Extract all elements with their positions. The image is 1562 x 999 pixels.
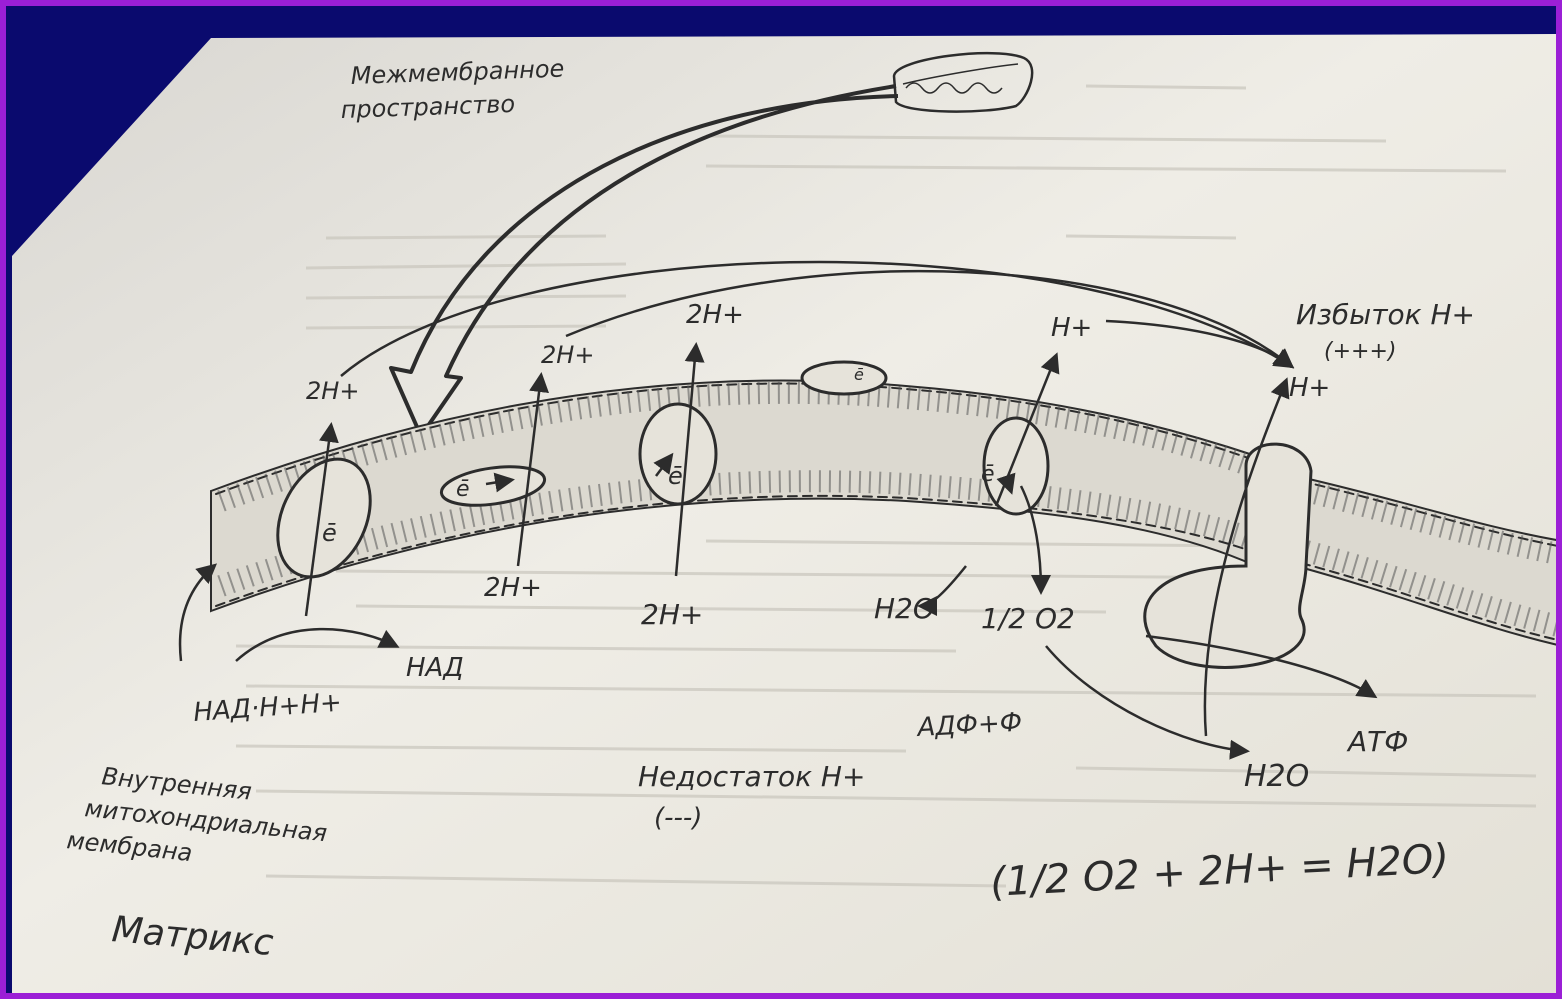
proton-label: 2H+ [484, 573, 542, 603]
proton-label: 2H+ [541, 341, 594, 369]
deficit-sign: (---) [654, 803, 702, 833]
nad-label: НАД [406, 653, 464, 683]
electron-label: ē [981, 462, 995, 487]
excess-sign: (+++) [1324, 339, 1396, 364]
proton-label: 2H+ [641, 598, 703, 631]
excess-label: Избыток H+ [1296, 298, 1475, 331]
electron-label: ē [854, 365, 864, 384]
proton-label: 2H+ [306, 377, 359, 405]
half-o2-label: 1/2 O2 [981, 602, 1075, 635]
deficit-label: Недостаток H+ [638, 760, 865, 793]
adp-label: АДФ+Ф [915, 708, 1023, 744]
proton-label: H+ [1051, 313, 1092, 343]
electron-label: ē [668, 462, 683, 490]
proton-label: H+ [1289, 373, 1330, 403]
diagram-photo: ē ē ē ē ē Межмембранное пространство 2H+… [6, 6, 1562, 999]
electron-label: ē [456, 477, 470, 502]
cytochrome-c [802, 362, 886, 394]
water-in-label: H2O [874, 592, 935, 625]
proton-label: 2H+ [686, 300, 744, 330]
water-out-label: H2O [1244, 759, 1309, 794]
atp-label: АТФ [1346, 725, 1408, 758]
electron-label: ē [322, 519, 337, 547]
